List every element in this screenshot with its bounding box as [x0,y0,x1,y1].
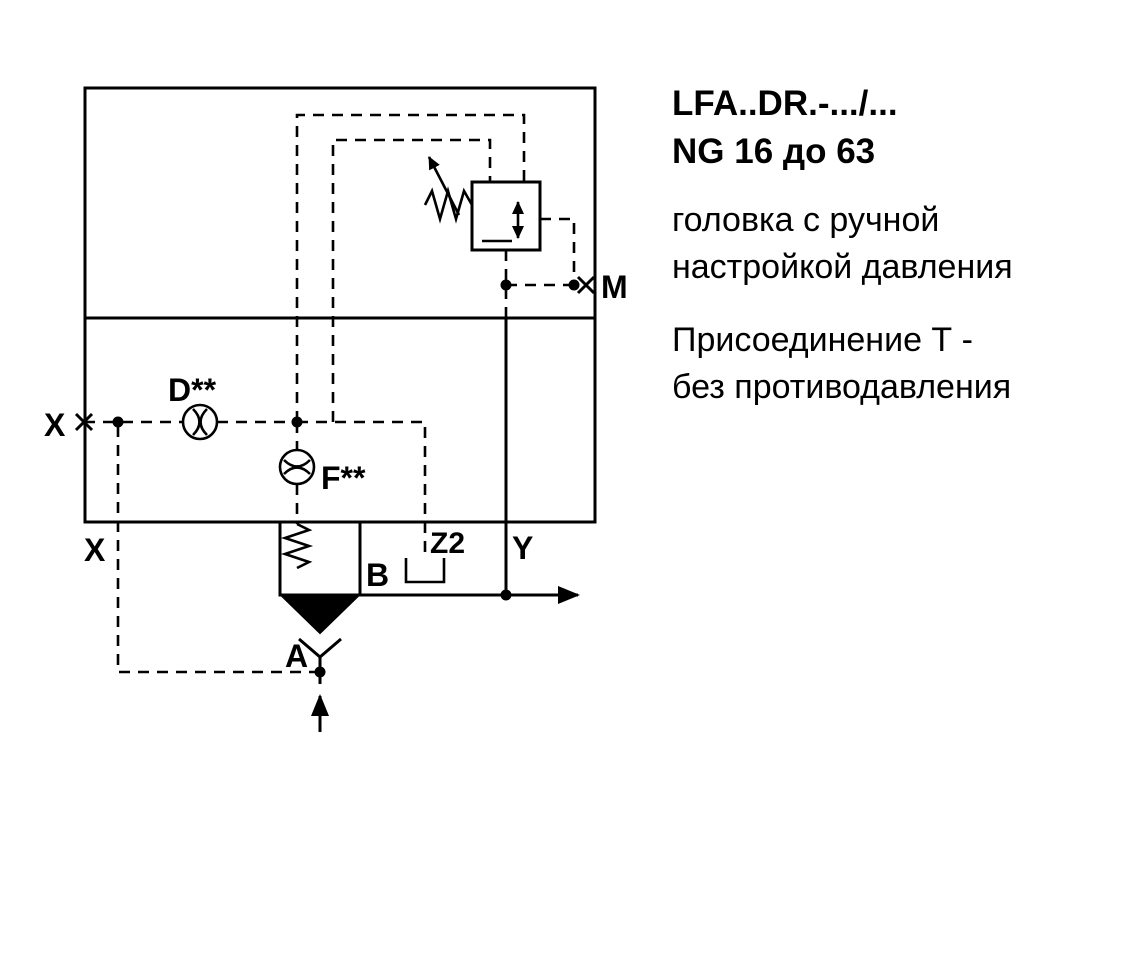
housing-rect [83,86,597,524]
junction-dot [500,279,512,291]
cartridge-spring [280,522,314,570]
port-lines [311,318,580,732]
label-port-b: B [366,557,389,593]
label-port-y: Y [512,530,533,566]
port-x-plug-cross [74,412,94,432]
info-panel: LFA..DR.-.../... NG 16 до 63 головка с р… [672,0,1122,430]
port-m-plug-cross [576,275,596,295]
label-port-a: A [285,638,308,674]
pilot-valve-body [470,180,542,252]
cartridge-body [278,520,362,597]
label-port-m: M [601,269,628,305]
orifice-f-circle [278,448,316,486]
note-line-2: без противодавления [672,368,1012,406]
pilot-pressure-valve [423,156,542,252]
description-line-2: настройкой давления [672,248,1013,286]
label-orifice-f: F** [321,460,366,496]
junction-dot [568,279,580,291]
label-port-x: X [44,407,66,443]
junction-dot [314,666,326,678]
junction-dot [500,589,512,601]
pilot-line-node-to-valve-top [295,113,526,422]
model-code: LFA..DR.-.../... [672,84,898,123]
orifice-d-circle [181,403,219,441]
size-range: NG 16 до 63 [672,132,876,171]
orifice-f [278,448,316,486]
valve-housing-outline [83,86,597,524]
port-z2-plug-symbol [404,558,446,584]
note-line-1: Присоединение Т - [672,321,973,359]
junction-dots [112,279,580,678]
manual-adjustment-arrow [427,156,461,216]
label-port-z2: Z2 [430,527,465,560]
label-orifice-d: D** [168,372,217,408]
junction-dot [112,416,124,428]
port-plugs [74,275,596,432]
junction-dot [291,416,303,428]
pilot-line-a-feedback [116,422,320,674]
pilot-line-second-branch [331,138,492,422]
schematic-labels: X X D** F** B Z2 Y A M [44,269,628,674]
orifice-f-nozzle [283,459,311,475]
orifice-d [181,403,219,441]
pilot-line-valve-side-to-m [540,217,576,285]
label-port-x-passage: X [84,532,106,568]
poppet [280,596,360,635]
main-cartridge-valve [278,520,362,659]
description-line-1: головка с ручной [672,201,940,239]
orifice-d-nozzle [192,408,208,436]
pilot-line-z2-branch [297,420,427,556]
